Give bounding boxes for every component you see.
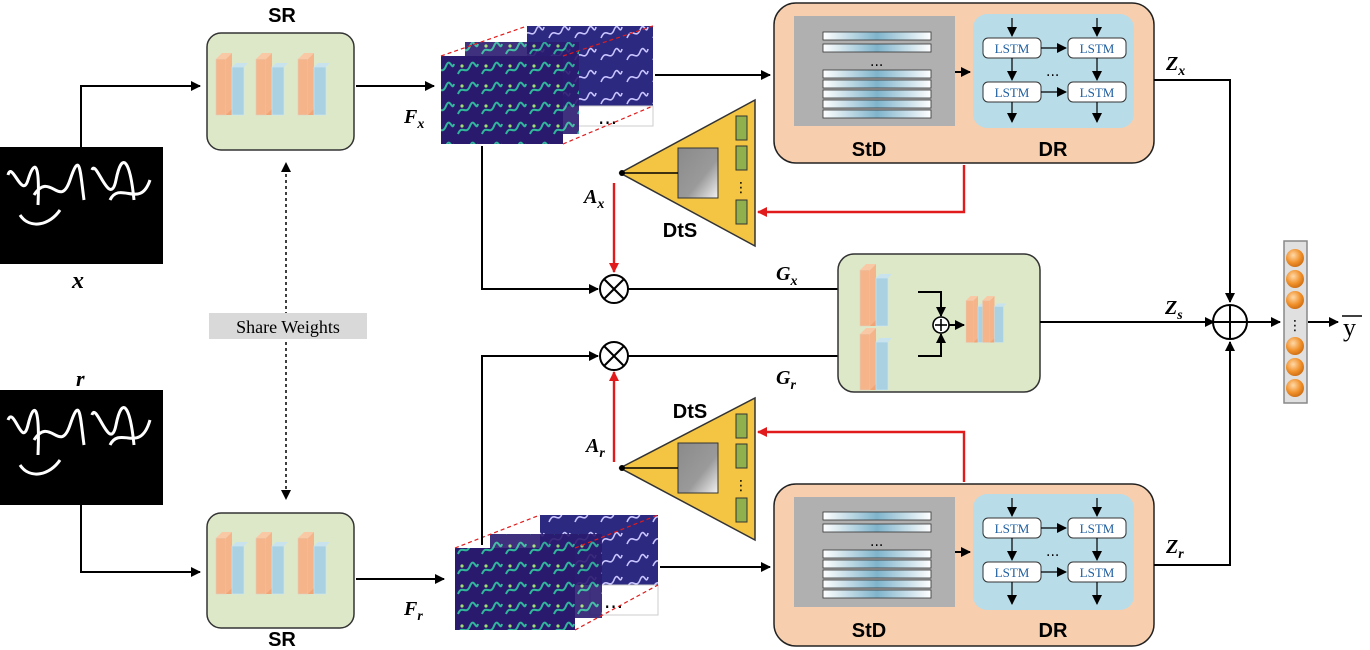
zr-label: Zr [1165, 536, 1184, 562]
feedback-arrow-bottom [757, 427, 966, 482]
gx-label: Gx [776, 263, 797, 289]
svg-text:LSTM: LSTM [1080, 521, 1115, 536]
sr-top-label: SR [268, 5, 296, 27]
dts-top-label: DtS [663, 220, 697, 242]
fusion-module [837, 253, 1041, 393]
sr-bottom-label: SR [268, 629, 296, 650]
dts-module-bottom: ⋮ [618, 396, 756, 542]
multiply-operator-r [599, 341, 629, 371]
input-image-r [0, 390, 163, 505]
feature-maps-r: ... [454, 514, 659, 631]
ar-label: Ar [584, 435, 605, 461]
output-vector: ⋮ [1283, 240, 1308, 404]
arrow-x-to-sr [80, 81, 201, 147]
svg-text:LSTM: LSTM [1080, 85, 1115, 100]
multiply-operator-x [599, 274, 629, 304]
svg-text:LSTM: LSTM [1080, 565, 1115, 580]
svg-text:⋮: ⋮ [1288, 318, 1302, 334]
svg-text:LSTM: LSTM [1080, 41, 1115, 56]
decoder-module-top: ... LSTM LSTM LSTM LSTM ... [773, 2, 1155, 164]
std-top-label: StD [852, 139, 886, 161]
sum-operator [1212, 304, 1248, 340]
svg-text:⋮: ⋮ [734, 180, 748, 196]
input-r-label: r [76, 366, 85, 391]
feedback-arrow-top [757, 165, 966, 217]
share-weights-badge [209, 313, 367, 339]
fx-label: Fx [403, 106, 424, 132]
svg-text:...: ... [870, 534, 883, 550]
svg-text:LSTM: LSTM [995, 521, 1030, 536]
input-x-label: x [71, 268, 84, 294]
output-label: y [1342, 313, 1362, 342]
arrow-fr-to-mult [481, 351, 599, 545]
arrow-r-to-sr [80, 505, 201, 577]
svg-text:⋮: ⋮ [734, 478, 748, 494]
dts-module-top: ⋮ [618, 98, 756, 248]
zx-label: Zx [1165, 53, 1185, 79]
std-bottom-label: StD [852, 620, 886, 642]
arrow-zx-to-sum [1154, 79, 1235, 303]
svg-text:LSTM: LSTM [995, 565, 1030, 580]
arrow-zr-to-sum [1154, 341, 1235, 566]
feature-maps-x: ... [440, 25, 654, 145]
ax-label: Ax [582, 186, 604, 212]
svg-text:...: ... [1046, 64, 1059, 80]
input-image-x [0, 147, 163, 264]
svg-text:LSTM: LSTM [995, 85, 1030, 100]
zs-label: Zs [1164, 297, 1183, 323]
decoder-module-bottom: ... LSTM LSTM LSTM LSTM ... [773, 483, 1155, 647]
dts-bottom-label: DtS [673, 401, 707, 423]
dr-bottom-label: DR [1039, 620, 1068, 642]
svg-text:...: ... [1046, 544, 1059, 560]
svg-text:y: y [1343, 313, 1356, 342]
sr-module-top [206, 32, 355, 151]
gr-label: Gr [776, 367, 796, 393]
share-weights-text: Share Weights [236, 317, 340, 337]
arrow-fx-to-mult [481, 146, 599, 294]
svg-text:...: ... [870, 54, 883, 70]
svg-text:LSTM: LSTM [995, 41, 1030, 56]
svg-text:...: ... [598, 105, 617, 129]
dr-top-label: DR [1039, 139, 1068, 161]
sr-module-bottom [206, 512, 355, 629]
fr-label: Fr [403, 598, 423, 624]
